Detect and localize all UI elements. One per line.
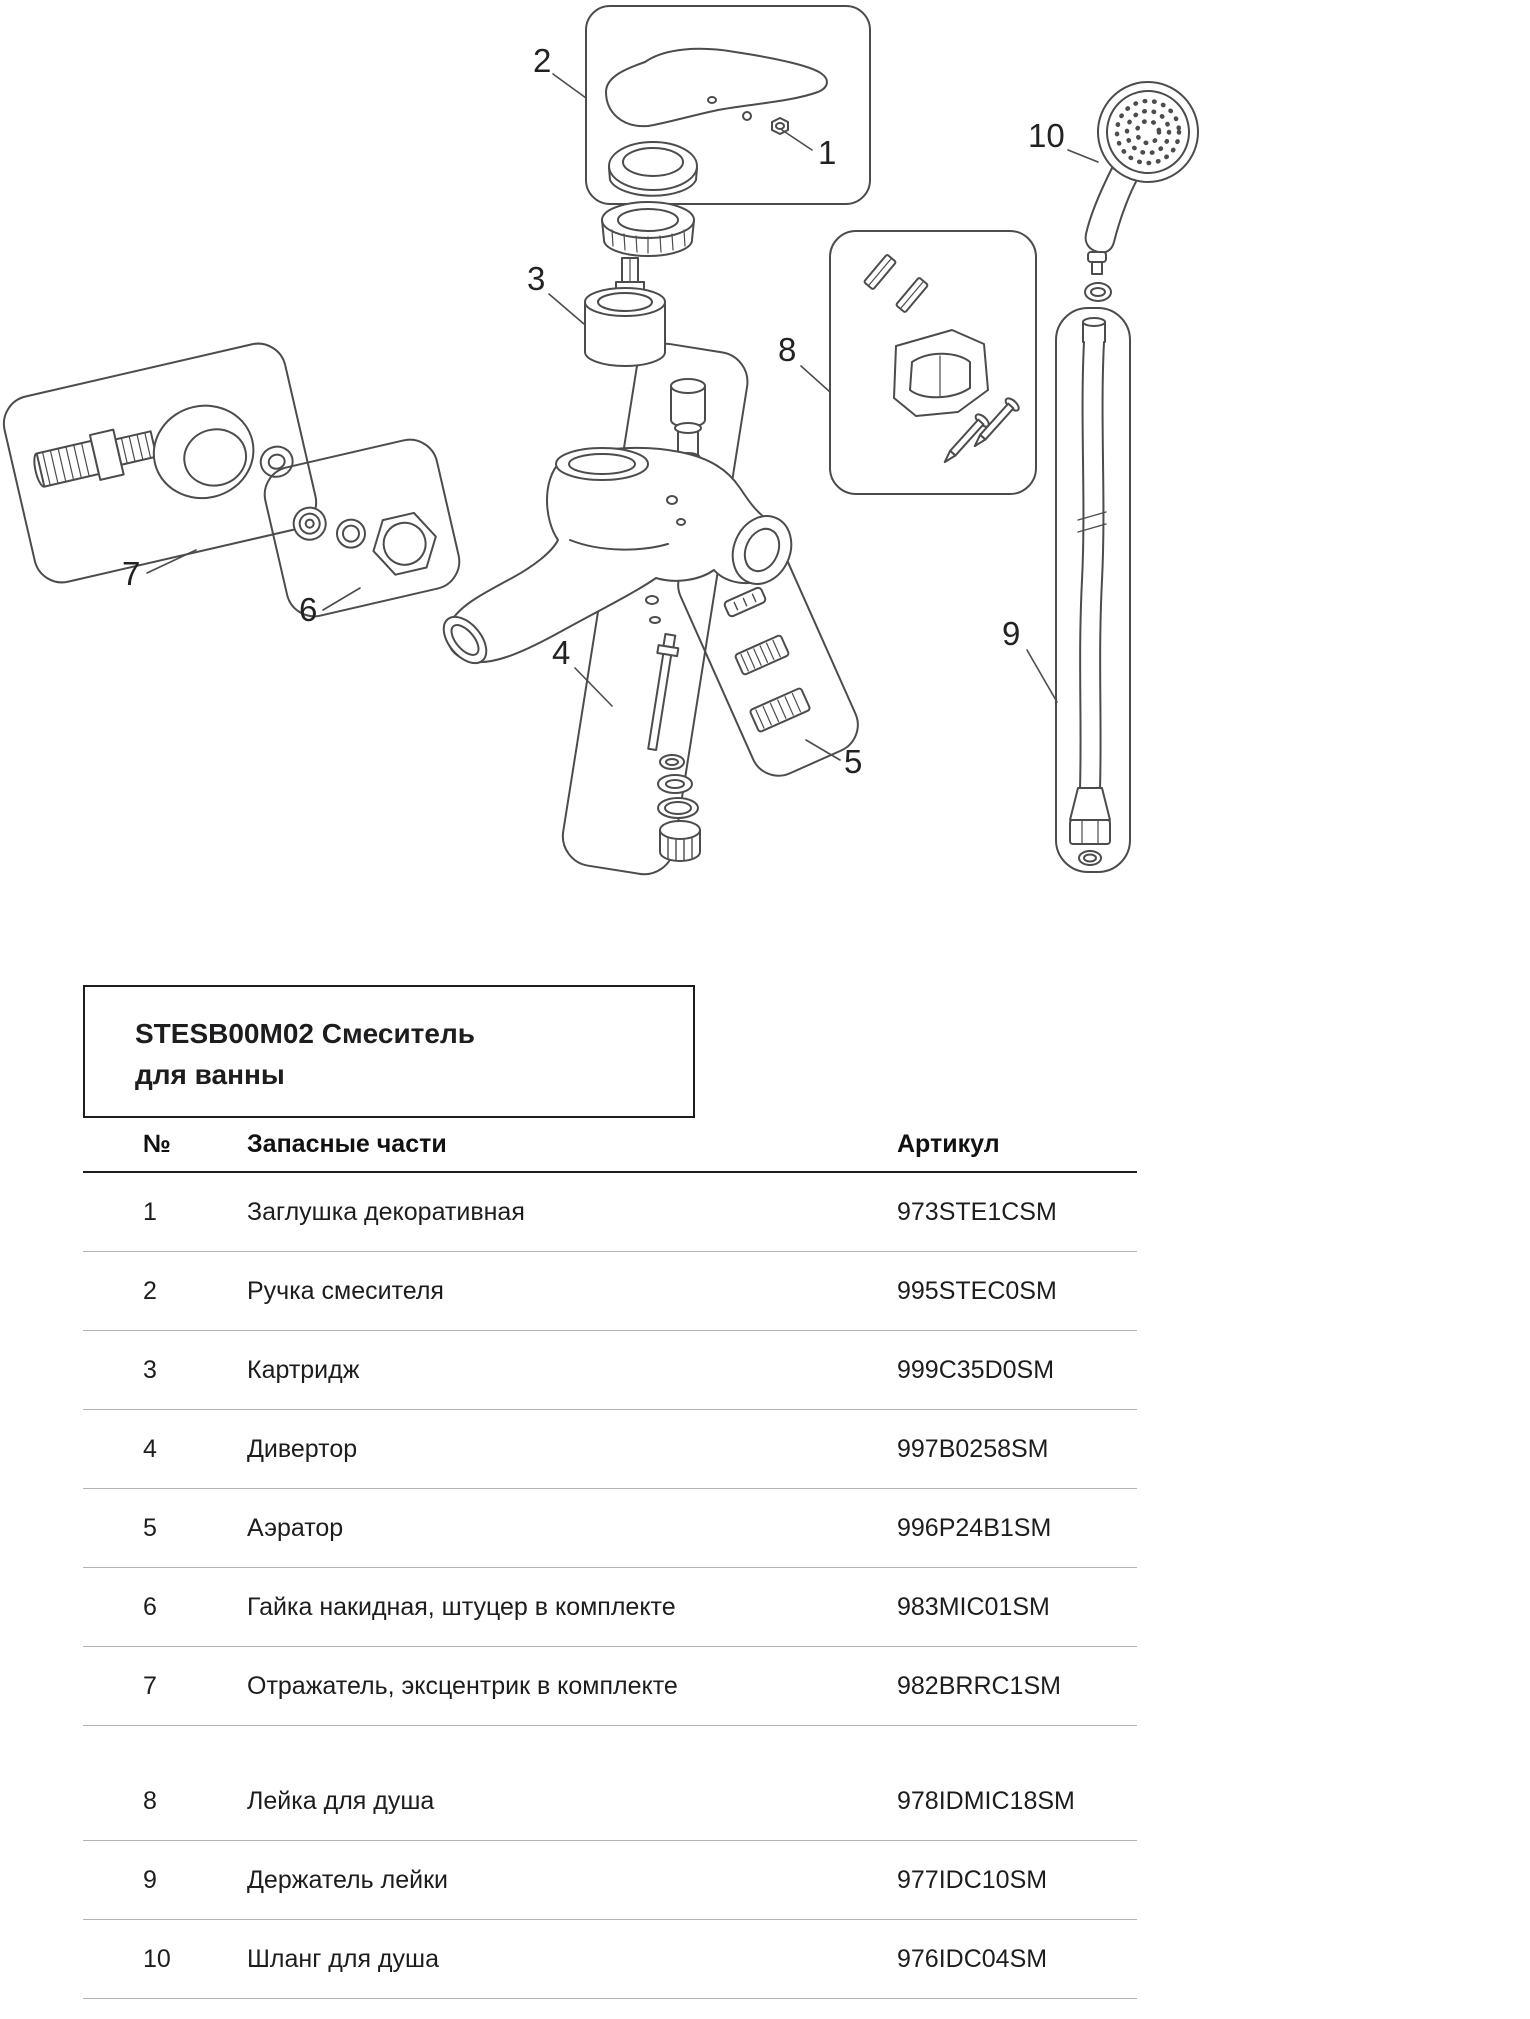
part-sku-cell: 978IDMIC18SM (897, 1725, 1137, 1841)
part-number-cell: 8 (83, 1725, 247, 1841)
handle-ring (609, 142, 697, 196)
part-name-cell: Аэратор (247, 1488, 897, 1568)
callout-lines (147, 74, 1098, 760)
wall-anchor (864, 254, 896, 289)
part-sku-cell: 983MIC01SM (897, 1567, 1137, 1647)
eccentric-fitting (30, 422, 158, 494)
spout-mouth (435, 609, 494, 671)
product-title-line1: STESB00M02 Смеситель (135, 1018, 475, 1049)
callout-10: 10 (1028, 117, 1065, 154)
part-number-cell: 1 (83, 1172, 247, 1252)
callout-5: 5 (844, 743, 862, 780)
product-title-box: STESB00M02 Смеситель для ванны (83, 985, 695, 1118)
exploded-diagram: 2 1 3 7 6 4 5 8 9 10 (0, 0, 1530, 960)
part-sku-cell: 973STE1CSM (897, 1172, 1137, 1252)
part-sku-cell: 997B0258SM (897, 1409, 1137, 1489)
part-name-cell: Держатель лейки (247, 1840, 897, 1920)
parts-table: № Запасные части Артикул 1 Заглушка деко… (83, 1118, 1137, 1999)
faucet-body (447, 448, 785, 662)
holder-group-box (830, 231, 1036, 494)
part-name-cell: Гайка накидная, штуцер в комплекте (247, 1567, 897, 1647)
callout-2: 2 (533, 42, 551, 79)
part-number-cell: 7 (83, 1646, 247, 1726)
reflector-escutcheon (145, 396, 263, 508)
hose-group-box (1056, 308, 1130, 872)
shower-head (1086, 82, 1198, 274)
part-number-cell: 5 (83, 1488, 247, 1568)
table-row: 5 Аэратор 996P24B1SM (83, 1488, 1137, 1568)
gasket-ring (258, 444, 296, 480)
table-row: 6 Гайка накидная, штуцер в комплекте 983… (83, 1567, 1137, 1647)
part-name-cell: Отражатель, эксцентрик в комплекте (247, 1646, 897, 1726)
header-num: № (83, 1118, 247, 1173)
part-sku-cell: 976IDC04SM (897, 1919, 1137, 1999)
faucet-cap (671, 379, 705, 427)
mounting-screw (939, 412, 991, 467)
table-row: 8 Лейка для душа 978IDMIC18SM (83, 1725, 1137, 1841)
table-row: 9 Держатель лейки 977IDC10SM (83, 1840, 1137, 1920)
table-row: 1 Заглушка декоративная 973STE1CSM (83, 1172, 1137, 1252)
part-name-cell: Лейка для душа (247, 1725, 897, 1841)
o-ring (334, 517, 368, 551)
table-row: 4 Дивертор 997B0258SM (83, 1409, 1137, 1489)
part-name-cell: Шланг для душа (247, 1919, 897, 1999)
part-number-cell: 10 (83, 1919, 247, 1999)
part-name-cell: Картридж (247, 1330, 897, 1410)
header-sku: Артикул (897, 1118, 1137, 1173)
mounting-screw-2 (969, 396, 1021, 451)
table-row: 7 Отражатель, эксцентрик в комплекте 982… (83, 1646, 1137, 1726)
divertor-parts (642, 596, 700, 861)
product-title-line2: для ванны (135, 1059, 285, 1090)
shower-hose (1070, 318, 1110, 865)
lever-handle (606, 49, 827, 126)
callout-1: 1 (818, 134, 836, 171)
union-nut (367, 509, 442, 578)
part-number-cell: 9 (83, 1840, 247, 1920)
callout-9: 9 (1002, 615, 1020, 652)
part-sku-cell: 999C35D0SM (897, 1330, 1137, 1410)
part-name-cell: Дивертор (247, 1409, 897, 1489)
part-sku-cell: 995STEC0SM (897, 1251, 1137, 1331)
table-row: 2 Ручка смесителя 995STEC0SM (83, 1251, 1137, 1331)
aerator-parts (723, 587, 810, 733)
threaded-ring (602, 202, 694, 256)
part-number-cell: 3 (83, 1330, 247, 1410)
callout-3: 3 (527, 260, 545, 297)
part-sku-cell: 996P24B1SM (897, 1488, 1137, 1568)
part-sku-cell: 977IDC10SM (897, 1840, 1137, 1920)
table-row: 3 Картридж 999C35D0SM (83, 1330, 1137, 1410)
part-number-cell: 2 (83, 1251, 247, 1331)
part-name-cell: Ручка смесителя (247, 1251, 897, 1331)
reflector-group-box (0, 338, 322, 588)
part-number-cell: 4 (83, 1409, 247, 1489)
cartridge (585, 258, 665, 366)
table-row: 10 Шланг для душа 976IDC04SM (83, 1919, 1137, 1999)
header-parts: Запасные части (247, 1118, 897, 1173)
decorative-plug (743, 112, 788, 134)
nut-group-box (259, 434, 465, 622)
callout-7: 7 (122, 555, 140, 592)
part-sku-cell: 982BRRC1SM (897, 1646, 1137, 1726)
shower-holder-bracket (894, 330, 988, 416)
handle-group-box (586, 6, 870, 204)
bell-outlet (722, 507, 802, 594)
hose-fitting (290, 504, 328, 542)
part-number-cell: 6 (83, 1567, 247, 1647)
hose-washer (1085, 283, 1111, 301)
callout-8: 8 (778, 331, 796, 368)
callout-4: 4 (552, 634, 570, 671)
wall-anchor-2 (896, 277, 928, 312)
callout-6: 6 (299, 591, 317, 628)
part-name-cell: Заглушка декоративная (247, 1172, 897, 1252)
cartridge-seat (556, 448, 648, 480)
table-header-row: № Запасные части Артикул (83, 1118, 1137, 1173)
